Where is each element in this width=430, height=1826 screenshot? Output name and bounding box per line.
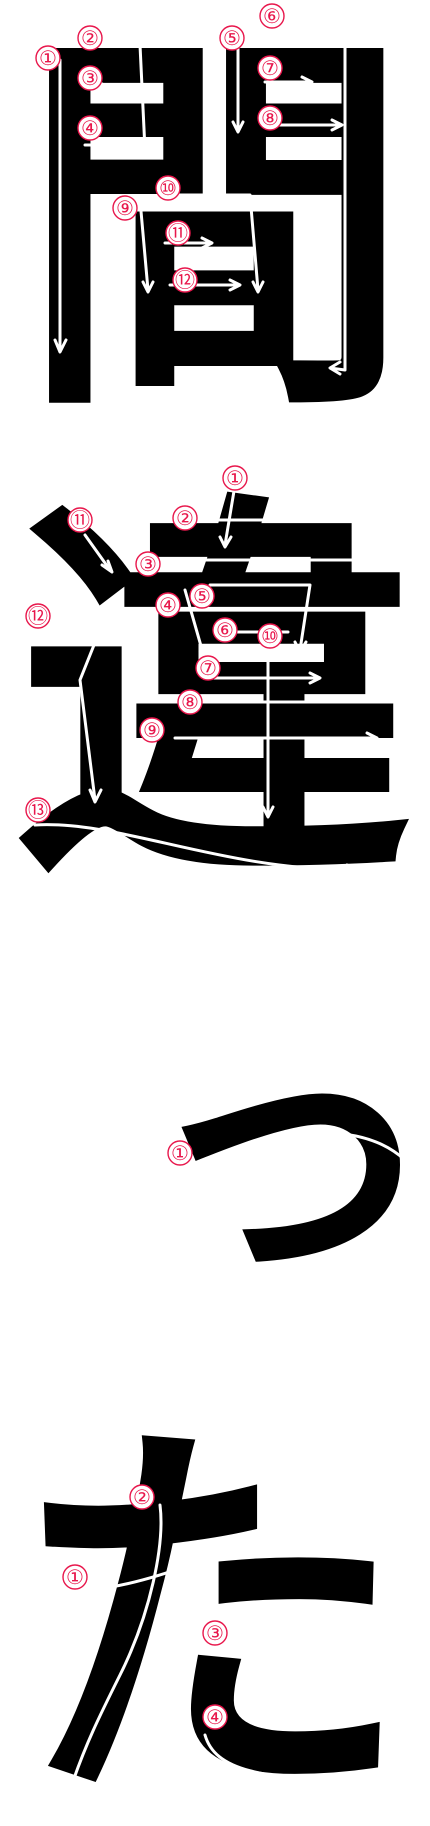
svg-text:⑩: ⑩ [159,176,177,200]
stroke-number-9: ⑨ [112,195,138,221]
svg-text:⑦: ⑦ [199,656,217,680]
svg-text:⑤: ⑤ [193,584,211,608]
stroke-number-5: ⑤ [219,25,245,51]
stroke-number-13: ⑬ [25,797,51,823]
stroke-arrows [188,1131,413,1286]
stroke-number-3: ③ [135,551,161,577]
stroke-number-3: ③ [77,65,103,91]
stroke-number-4: ④ [202,1704,228,1730]
svg-text:④: ④ [81,116,99,140]
svg-text:⑦: ⑦ [261,56,279,80]
svg-text:②: ② [133,1485,151,1509]
stroke-number-5: ⑤ [189,583,215,609]
svg-text:⑬: ⑬ [28,798,48,822]
svg-text:⑥: ⑥ [263,4,281,28]
stroke-number-2: ② [172,505,198,531]
stroke-arrows [67,1503,369,1794]
stroke-number-1: ① [35,45,61,71]
svg-text:⑫: ⑫ [175,268,195,292]
stroke-number-1: ① [62,1564,88,1590]
stroke-number-7: ⑦ [257,55,283,81]
svg-text:②: ② [176,506,194,530]
stroke-numbers: ① [167,1140,193,1166]
svg-text:③: ③ [81,66,99,90]
stroke-numbers: ① ② ③ ④ [62,1484,228,1730]
svg-text:④: ④ [206,1705,224,1729]
kana-glyph: た [10,1415,410,1826]
svg-text:⑧: ⑧ [181,690,199,714]
stroke-order-diagram-4: た ① ② ③ ④ [10,1415,410,1826]
kana-glyph: っ [140,1050,430,1320]
stroke-number-6: ⑥ [212,617,238,643]
svg-text:①: ① [171,1141,189,1165]
stroke-order-diagram-1: 間 ① ② ③ ④ ⑤ ⑥ ⑦ ⑧ ⑨ ⑩ ⑪ ⑫ [20,0,410,410]
stroke-number-3: ③ [202,1620,228,1646]
svg-text:⑥: ⑥ [216,618,234,642]
stroke-numbers: ① ② ③ ④ ⑤ ⑥ ⑦ ⑧ ⑨ ⑩ ⑪ ⑫ ⑬ [25,465,283,823]
stroke-number-7: ⑦ [195,655,221,681]
svg-text:⑫: ⑫ [28,604,48,628]
stroke-number-11: ⑪ [67,507,93,533]
svg-text:④: ④ [159,593,177,617]
stroke-number-2: ② [129,1484,155,1510]
kanji-glyph: 間 [20,0,410,410]
character-block-3: っ ① [0,1050,430,1320]
svg-text:①: ① [226,466,244,490]
stroke-number-1: ① [167,1140,193,1166]
stroke-arrows [33,483,379,877]
svg-text:⑤: ⑤ [223,26,241,50]
stroke-order-diagram-3: っ ① [140,1050,430,1320]
stroke-number-9: ⑨ [139,717,165,743]
stroke-number-6: ⑥ [259,3,285,29]
svg-text:⑪: ⑪ [70,508,90,532]
stroke-order-diagram-2: 違 ① ② ③ ④ ⑤ ⑥ ⑦ ⑧ ⑨ ⑩ ⑪ [15,460,415,910]
svg-text:⑨: ⑨ [116,196,134,220]
svg-text:③: ③ [206,1621,224,1645]
svg-text:⑧: ⑧ [261,106,279,130]
svg-text:⑨: ⑨ [143,718,161,742]
character-block-2: 違 ① ② ③ ④ ⑤ ⑥ ⑦ ⑧ ⑨ ⑩ ⑪ [0,440,430,910]
svg-text:⑩: ⑩ [261,624,279,648]
svg-text:③: ③ [139,552,157,576]
stroke-number-4: ④ [77,115,103,141]
svg-text:①: ① [39,46,57,70]
stroke-arrows [53,20,347,376]
stroke-number-8: ⑧ [257,105,283,131]
stroke-number-1: ① [222,465,248,491]
stroke-number-12: ⑫ [25,603,51,629]
svg-text:⑪: ⑪ [168,221,188,245]
stroke-number-2: ② [77,25,103,51]
stroke-number-8: ⑧ [177,689,203,715]
stroke-number-11: ⑪ [165,220,191,246]
svg-text:①: ① [66,1565,84,1589]
stroke-numbers: ① ② ③ ④ ⑤ ⑥ ⑦ ⑧ ⑨ ⑩ ⑪ ⑫ [35,3,285,293]
svg-text:②: ② [81,26,99,50]
stroke-number-10: ⑩ [257,623,283,649]
stroke-number-10: ⑩ [155,175,181,201]
stroke-number-4: ④ [155,592,181,618]
character-block-1: 間 ① ② ③ ④ ⑤ ⑥ ⑦ ⑧ ⑨ ⑩ ⑪ ⑫ [0,0,430,410]
character-block-4: た ① ② ③ ④ [0,1415,430,1826]
stroke-number-12: ⑫ [172,267,198,293]
